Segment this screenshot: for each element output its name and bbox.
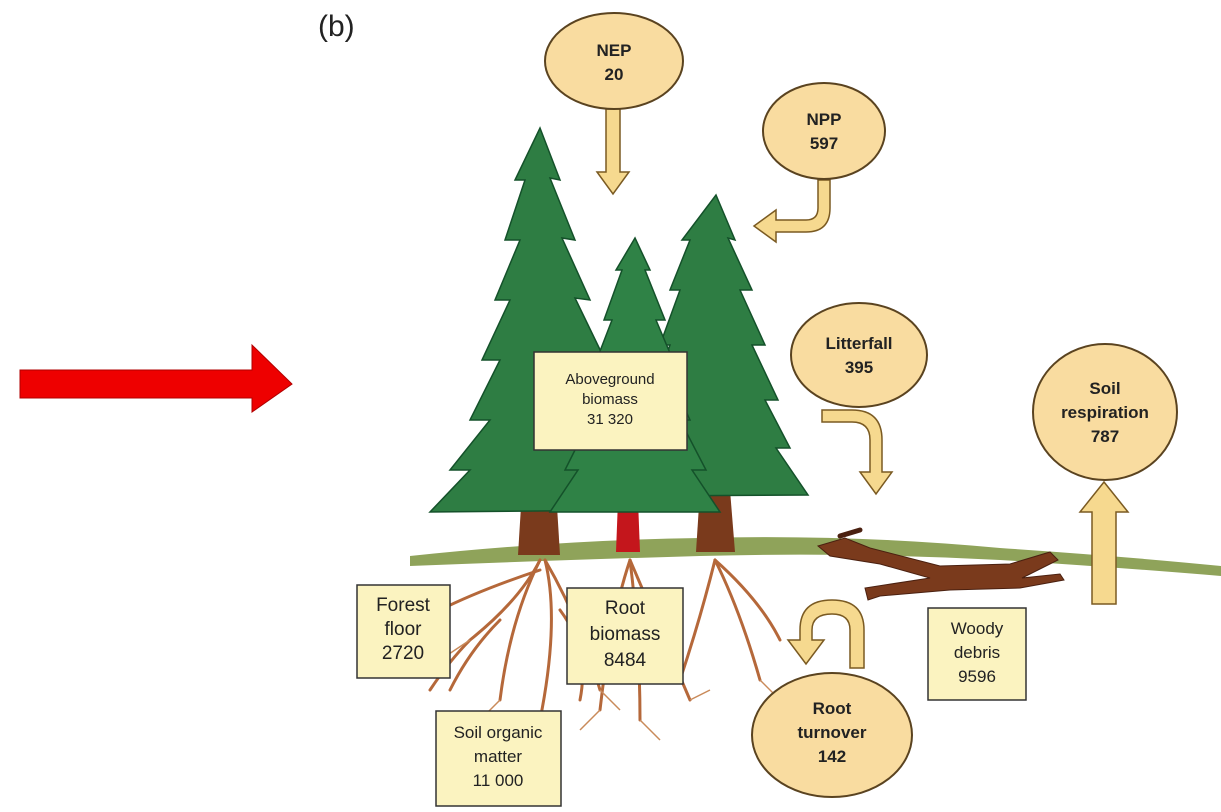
forest-floor-box: Forest floor 2720 bbox=[356, 584, 451, 679]
litterfall-label: Litterfall bbox=[825, 334, 892, 353]
soil-organic-matter-box: Soil organic matter 11 000 bbox=[435, 710, 562, 807]
woody-debris-value: 9596 bbox=[958, 667, 996, 686]
soil-respiration-node: Soil respiration 787 bbox=[1032, 343, 1178, 481]
nep-to-tree-arrow bbox=[595, 107, 631, 196]
panel-label: (b) bbox=[318, 10, 355, 43]
soil-respiration-label-2: respiration bbox=[1061, 403, 1149, 422]
aboveground-biomass-label-1: Aboveground bbox=[565, 371, 654, 388]
red-pointer-arrow bbox=[19, 343, 293, 413]
soil-organic-matter-label-2: matter bbox=[474, 747, 523, 766]
soil-organic-matter-value: 11 000 bbox=[473, 771, 524, 790]
forest-floor-label-1: Forest bbox=[376, 595, 431, 616]
root-turnover-node: Root turnover 142 bbox=[751, 672, 913, 798]
nep-value: 20 bbox=[605, 65, 624, 84]
soil-organic-matter-label-1: Soil organic bbox=[454, 723, 543, 742]
ground-strip bbox=[410, 537, 1221, 576]
soil-respiration-arrow bbox=[1078, 480, 1130, 605]
npp-label: NPP bbox=[807, 110, 842, 129]
npp-node: NPP 597 bbox=[762, 82, 886, 180]
nep-label: NEP bbox=[597, 41, 632, 60]
litterfall-value: 395 bbox=[845, 358, 873, 377]
woody-debris-label-2: debris bbox=[954, 643, 1000, 662]
litterfall-node: Litterfall 395 bbox=[790, 302, 928, 408]
forest-floor-label-2: floor bbox=[385, 619, 423, 640]
root-turnover-label-1: Root bbox=[813, 699, 852, 718]
flow-arrows bbox=[595, 107, 1130, 669]
root-turnover-value: 142 bbox=[818, 747, 846, 766]
npp-to-tree-arrow bbox=[752, 179, 831, 244]
aboveground-biomass-value: 31 320 bbox=[587, 411, 633, 428]
root-biomass-label-1: Root bbox=[605, 598, 646, 619]
root-turnover-arrow bbox=[786, 599, 865, 669]
root-biomass-box: Root biomass 8484 bbox=[566, 587, 684, 685]
woody-debris-log bbox=[816, 527, 1065, 601]
root-biomass-value: 8484 bbox=[604, 650, 647, 671]
forest-floor-value: 2720 bbox=[382, 643, 424, 664]
nep-node: NEP 20 bbox=[544, 12, 684, 110]
soil-respiration-value: 787 bbox=[1091, 427, 1119, 446]
aboveground-biomass-box: Aboveground biomass 31 320 bbox=[533, 351, 688, 451]
woody-debris-label-1: Woody bbox=[951, 619, 1004, 638]
root-turnover-label-2: turnover bbox=[798, 723, 867, 742]
npp-value: 597 bbox=[810, 134, 838, 153]
root-biomass-label-2: biomass bbox=[590, 624, 661, 645]
woody-debris-box: Woody debris 9596 bbox=[927, 607, 1027, 701]
aboveground-biomass-label-2: biomass bbox=[582, 391, 638, 408]
tree-trunk-middle bbox=[616, 500, 640, 552]
litterfall-to-ground-arrow bbox=[821, 409, 894, 496]
soil-respiration-label-1: Soil bbox=[1089, 379, 1120, 398]
